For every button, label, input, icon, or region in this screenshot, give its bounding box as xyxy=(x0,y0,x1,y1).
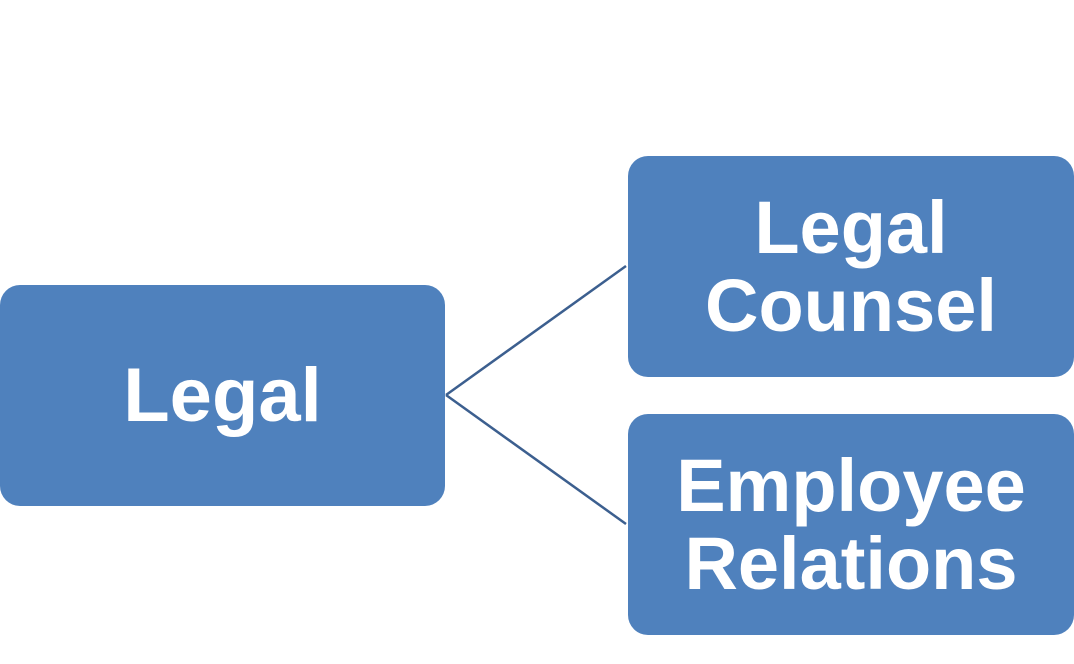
node-employee-relations: Employee Relations xyxy=(628,414,1074,635)
connector-legal-to-legal-counsel xyxy=(445,264,627,397)
node-legal: Legal xyxy=(0,285,445,506)
connector-legal-to-employee-relations xyxy=(445,393,627,526)
node-employee-relations-label: Employee Relations xyxy=(676,443,1026,605)
node-legal-counsel-label: Legal Counsel xyxy=(705,185,997,347)
node-legal-label: Legal xyxy=(123,352,322,438)
node-legal-counsel: Legal Counsel xyxy=(628,156,1074,377)
